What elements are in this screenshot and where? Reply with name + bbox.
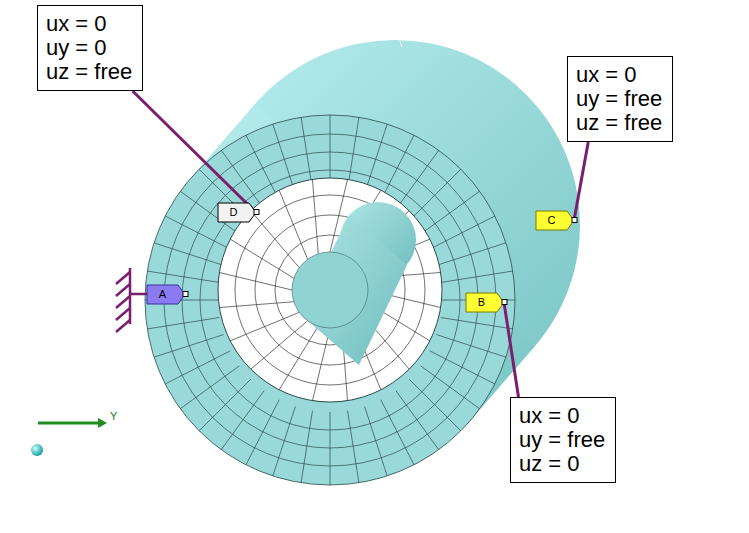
constraint-text: uz = free [576,111,662,135]
constraint-text: uy = free [519,428,605,452]
flag-letter: B [466,293,497,312]
axis-origin [31,444,43,456]
face-mesh [145,115,515,485]
constraint-text: uz = 0 [519,452,605,476]
support-flag: B [466,293,504,312]
constraint-text: uy = 0 [46,36,132,60]
constraint-text: uz = free [46,60,132,84]
leader-line [574,142,588,221]
axis-label: Y [110,410,117,422]
leader-line [133,91,256,213]
front-face [145,115,515,485]
constraint-text: uy = free [576,87,662,111]
constraint-callout: ux = 0uy = freeuz = 0 [510,397,616,483]
constraint-callout: ux = 0uy = 0uz = free [37,5,143,91]
shaft-end [292,252,368,328]
support-flag: C [536,211,574,230]
leader-line [504,303,518,398]
support-flag: A [147,285,185,304]
constraint-text: ux = 0 [576,63,662,87]
highlight [400,41,402,47]
flag-letter: D [218,203,249,222]
constraint-text: ux = 0 [46,12,132,36]
constraint-text: ux = 0 [519,404,605,428]
axis-arrow [38,422,98,425]
inner-face [218,178,442,402]
support-flag: D [218,203,256,222]
fixed-support [116,268,148,332]
constraint-callout: ux = 0uy = freeuz = free [567,56,673,142]
flag-letter: A [147,285,178,304]
flag-letter: C [536,211,567,230]
axis-arrowhead [98,418,107,428]
